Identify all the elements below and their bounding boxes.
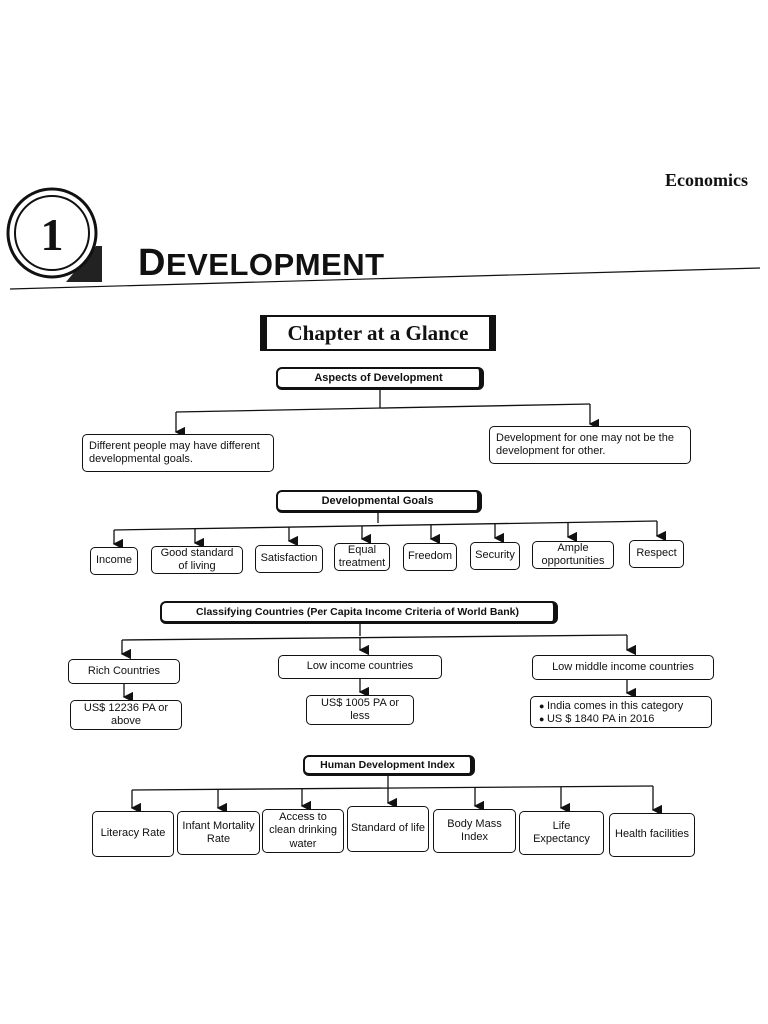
hdi-access-to-clean-drinking-water: Access to clean drinking water [262,809,344,853]
low-middle-bullet-1: India comes in this category [539,700,703,713]
chapter-title-initial: D [138,242,166,284]
low-income-value: US$ 1005 PA or less [306,695,414,725]
chapter-at-a-glance-title: Chapter at a Glance [260,315,496,351]
hdi-life-expectancy: Life Expectancy [519,811,604,855]
chapter-number: 1 [41,209,64,260]
chapter-title: DEVELOPMENT [138,242,385,285]
goal-ample-opportunities: Ample opportunities [532,541,614,569]
hdi-literacy-rate: Literacy Rate [92,811,174,857]
low-middle-bullet-2: US $ 1840 PA in 2016 [539,713,703,726]
goal-equal-treatment: Equal treatment [334,543,390,571]
goal-freedom: Freedom [403,543,457,571]
header-rule [9,267,761,290]
hdi-body-mass-index: Body Mass Index [433,809,516,853]
hdi-standard-of-life: Standard of life [347,806,429,852]
goal-satisfaction: Satisfaction [255,545,323,573]
hdi-infant-mortality-rate: Infant Mortality Rate [177,811,260,855]
rich-countries-value: US$ 12236 PA or above [70,700,182,730]
human-development-index-heading: Human Development Index [303,755,475,776]
low-income-countries-box: Low income countries [278,655,442,679]
chapter-badge-graphic: 1 [6,187,104,282]
subject-label: Economics [665,170,748,190]
aspects-of-development-heading: Aspects of Development [276,367,484,390]
aspect-box-development: Development for one may not be the devel… [489,426,691,464]
classifying-countries-heading: Classifying Countries (Per Capita Income… [160,601,558,624]
goal-good-standard-of-living: Good standard of living [151,546,243,574]
goal-security: Security [470,542,520,570]
goal-respect: Respect [629,540,684,568]
aspect-box-goals: Different people may have different deve… [82,434,274,472]
chapter-title-rest: EVELOPMENT [165,247,385,282]
goal-income: Income [90,547,138,575]
chapter-number-badge: 1 [6,186,104,282]
developmental-goals-heading: Developmental Goals [276,490,482,513]
rich-countries-box: Rich Countries [68,659,180,684]
low-middle-income-countries-box: Low middle income countries [532,655,714,680]
hdi-health-facilities: Health facilities [609,813,695,857]
low-middle-income-details: India comes in this category US $ 1840 P… [530,696,712,728]
